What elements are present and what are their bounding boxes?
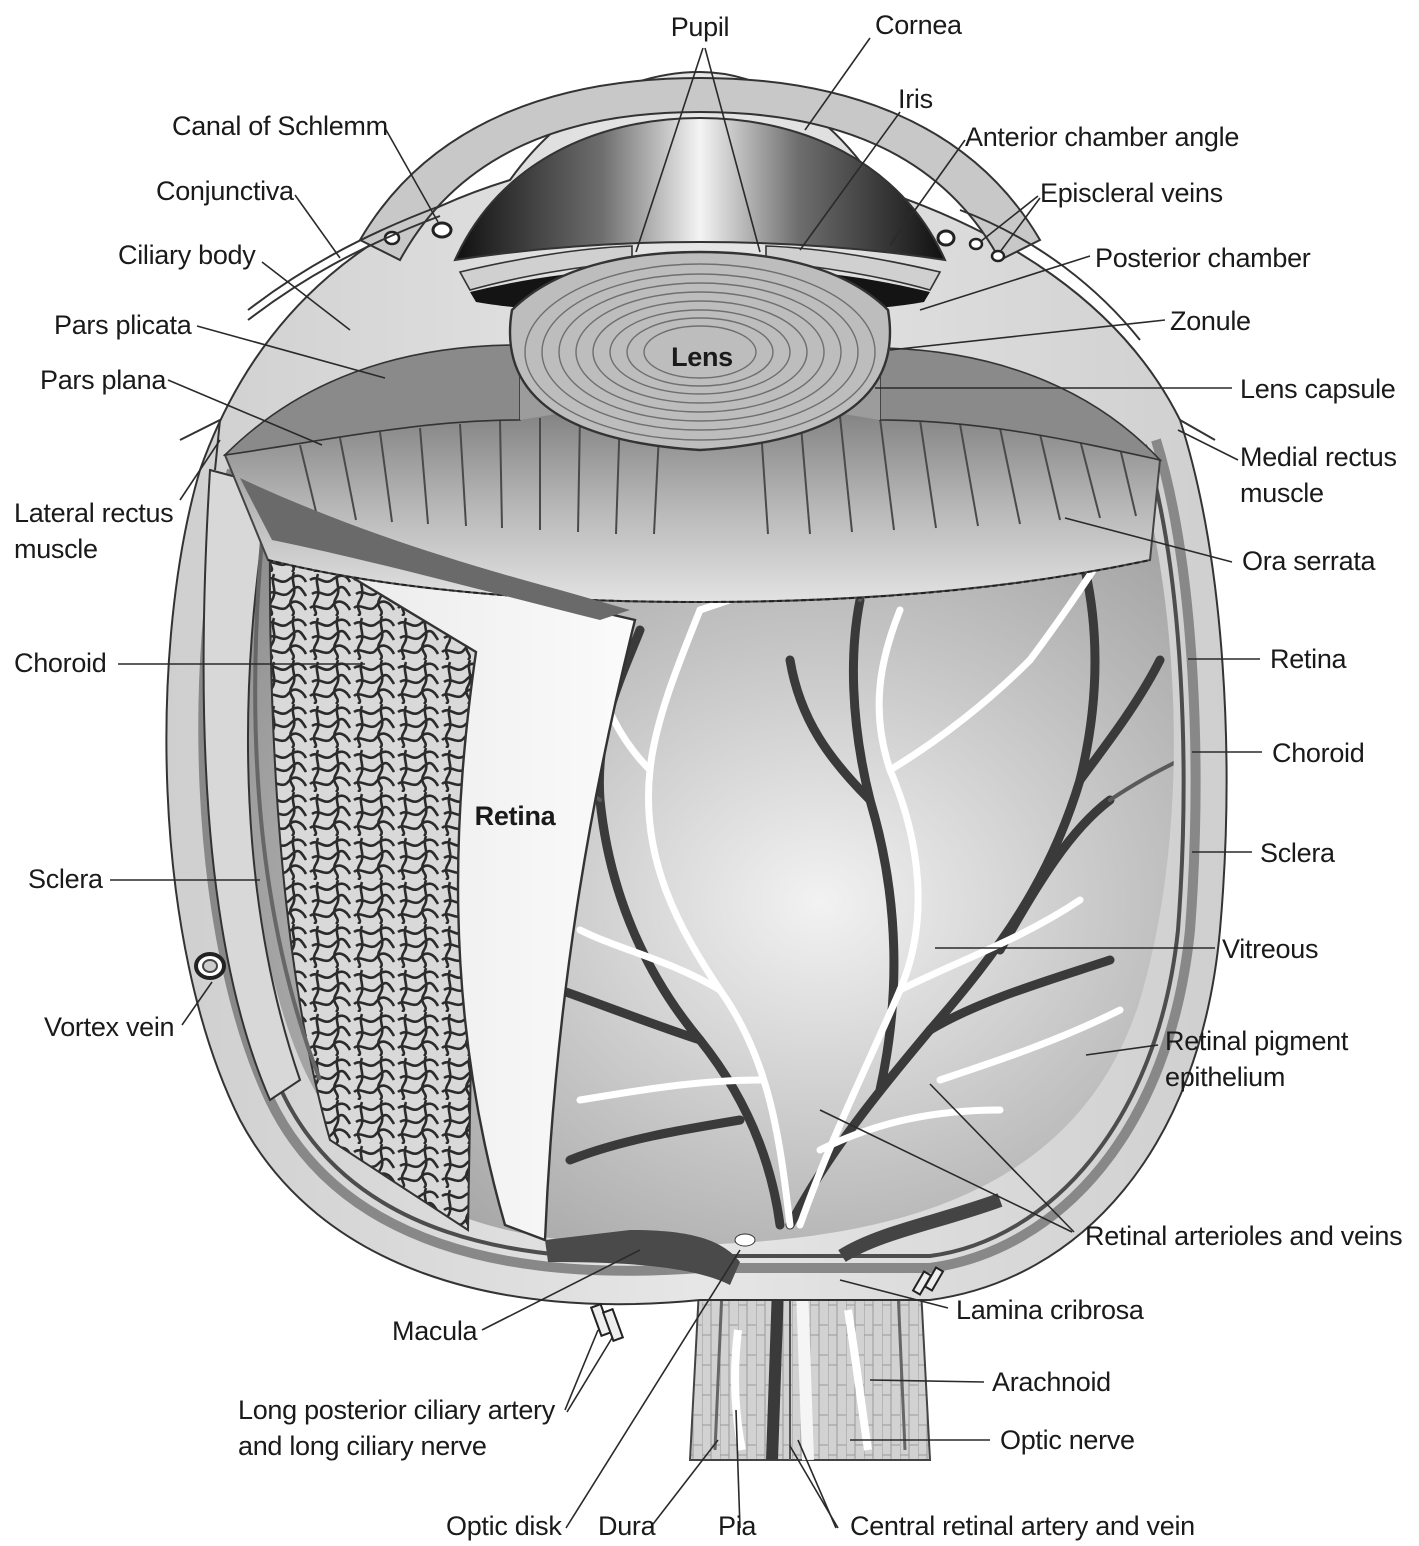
- label-retina-right: Retina: [1270, 644, 1348, 674]
- label-anterior-chamber-angle: Anterior chamber angle: [965, 122, 1239, 152]
- label-sclera-left: Sclera: [28, 864, 104, 894]
- label-vortex-vein: Vortex vein: [44, 1012, 174, 1042]
- label-macula: Macula: [392, 1316, 479, 1346]
- label-long-post-ciliary-2: and long ciliary nerve: [238, 1431, 487, 1461]
- label-optic-disk: Optic disk: [446, 1511, 562, 1541]
- label-vitreous: Vitreous: [1222, 934, 1318, 964]
- label-ora-serrata: Ora serrata: [1242, 546, 1377, 576]
- label-retina-center: Retina: [475, 801, 557, 831]
- label-medial-rectus-1: Medial rectus: [1240, 442, 1397, 472]
- vortex-vein-marker: [196, 954, 224, 978]
- label-posterior-chamber: Posterior chamber: [1095, 243, 1311, 273]
- label-retinal-arterioles: Retinal arterioles and veins: [1085, 1221, 1402, 1251]
- label-zonule: Zonule: [1170, 306, 1251, 336]
- label-episcleral-veins: Episcleral veins: [1040, 178, 1223, 208]
- label-ciliary-body: Ciliary body: [118, 240, 256, 270]
- label-conjunctiva: Conjunctiva: [156, 176, 295, 206]
- label-arachnoid: Arachnoid: [992, 1367, 1111, 1397]
- label-rpe-1: Retinal pigment: [1165, 1026, 1349, 1056]
- label-pars-plana: Pars plana: [40, 365, 167, 395]
- label-pupil: Pupil: [671, 12, 730, 42]
- label-choroid-left: Choroid: [14, 648, 106, 678]
- label-iris: Iris: [898, 84, 933, 114]
- label-lens-capsule: Lens capsule: [1240, 374, 1396, 404]
- label-lateral-rectus-1: Lateral rectus: [14, 498, 173, 528]
- label-sclera-right: Sclera: [1260, 838, 1336, 868]
- label-pia: Pia: [718, 1511, 757, 1541]
- label-pars-plicata: Pars plicata: [54, 310, 193, 340]
- label-lamina-cribrosa: Lamina cribrosa: [956, 1295, 1145, 1325]
- label-cornea: Cornea: [875, 10, 963, 40]
- label-dura: Dura: [598, 1511, 657, 1541]
- label-medial-rectus-2: muscle: [1240, 478, 1324, 508]
- label-lens: Lens: [671, 342, 733, 372]
- label-choroid-right: Choroid: [1272, 738, 1364, 768]
- label-rpe-2: epithelium: [1165, 1062, 1285, 1092]
- label-long-post-ciliary-1: Long posterior ciliary artery: [238, 1395, 556, 1425]
- label-lateral-rectus-2: muscle: [14, 534, 98, 564]
- label-central-retinal: Central retinal artery and vein: [850, 1511, 1195, 1541]
- label-canal-of-schlemm: Canal of Schlemm: [172, 111, 388, 141]
- label-optic-nerve: Optic nerve: [1000, 1425, 1135, 1455]
